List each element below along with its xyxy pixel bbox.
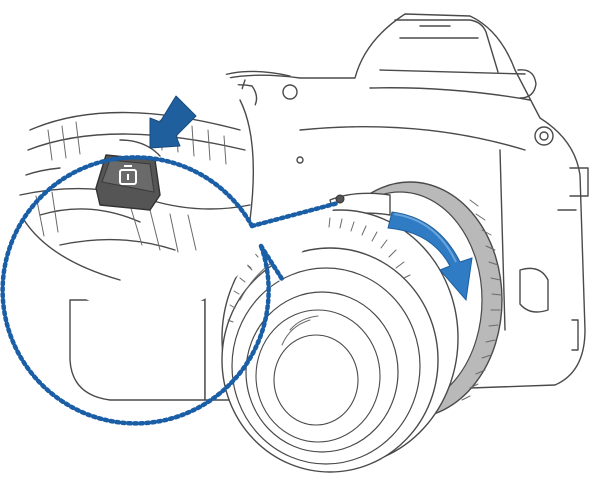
lens-release-button-location <box>335 194 345 204</box>
press-arrow-icon <box>149 95 197 149</box>
lens-release-callout <box>0 47 341 426</box>
lens-release-button-icon <box>95 139 161 211</box>
rotate-arrow-icon <box>387 211 473 302</box>
